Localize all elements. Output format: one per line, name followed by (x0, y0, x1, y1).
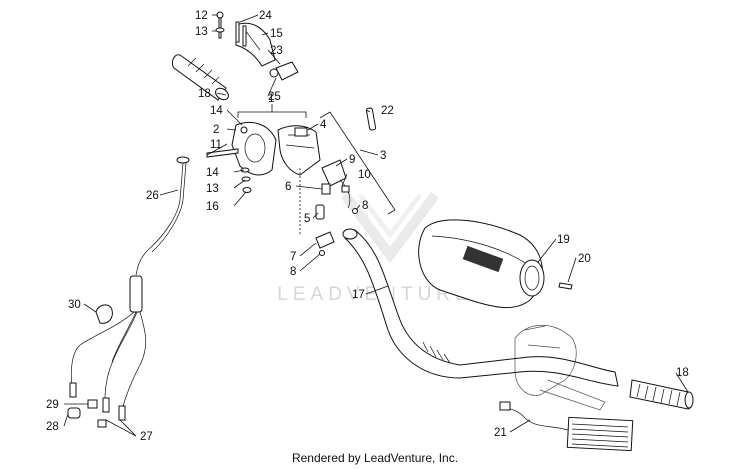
callout-17: 17 (352, 289, 365, 301)
callout-9: 9 (349, 154, 355, 166)
callout-4: 4 (320, 119, 327, 131)
washer-13 (215, 27, 225, 33)
callout-14-upper: 14 (210, 105, 223, 117)
screw-11 (206, 148, 239, 158)
handlebar (342, 228, 619, 387)
housing-screw-12 (216, 11, 224, 39)
bracket-7 (315, 231, 335, 249)
callout-20: 20 (578, 253, 591, 265)
callout-13-lower: 13 (206, 183, 219, 195)
brake-lever-assembly (514, 324, 606, 411)
callout-25: 25 (268, 91, 281, 103)
callout-22: 22 (381, 105, 394, 117)
wire-10 (339, 179, 351, 209)
cable-tie-30 (95, 304, 113, 324)
nut-25 (269, 68, 279, 78)
callout-7: 7 (290, 251, 296, 263)
throttle-lever-23 (275, 61, 299, 81)
spring-5 (315, 204, 325, 220)
callout-23: 23 (270, 45, 283, 57)
callout-labels: 12 13 24 15 23 25 18 1 14 2 11 22 4 3 9 … (46, 10, 689, 443)
connector-cap-29 (87, 399, 98, 409)
callout-6: 6 (285, 181, 291, 193)
footer-credit: Rendered by LeadVenture, Inc. (292, 451, 458, 465)
callout-29: 29 (46, 399, 59, 411)
callout-12: 12 (195, 10, 208, 22)
wiring-harness (69, 156, 190, 421)
callout-24: 24 (259, 10, 272, 22)
callout-2: 2 (213, 124, 219, 136)
callout-11: 11 (210, 139, 222, 151)
callout-18-right: 18 (676, 367, 689, 379)
handlebar-pad (418, 219, 545, 309)
terminal-28 (67, 407, 107, 428)
callout-13: 13 (195, 26, 208, 38)
pad-screw (558, 282, 573, 290)
grip-heater-element (499, 401, 634, 452)
right-grip (629, 379, 694, 410)
callout-8-upper: 8 (362, 200, 368, 212)
callout-19: 19 (557, 234, 570, 246)
callout-5: 5 (304, 213, 310, 225)
plug-6 (321, 183, 331, 195)
callout-21: 21 (494, 427, 507, 439)
callout-8-lower: 8 (290, 266, 296, 278)
callout-1: 1 (268, 93, 274, 105)
callout-26: 26 (146, 190, 159, 202)
switch-housing-left-2 (231, 121, 277, 176)
callout-28: 28 (46, 421, 59, 433)
watermark-logo (341, 192, 439, 264)
callout-18-left: 18 (198, 88, 211, 100)
callout-10: 10 (358, 169, 371, 181)
callout-30: 30 (68, 299, 81, 311)
callout-14-lower: 14 (206, 167, 219, 179)
watermark-text: LEADVENTURE (277, 284, 472, 305)
callout-16: 16 (206, 201, 219, 213)
switch-9 (321, 159, 347, 187)
leader-lines (63, 14, 689, 437)
washer-stack (240, 167, 252, 193)
cap-22 (365, 107, 377, 131)
callout-15: 15 (270, 28, 283, 40)
switch-housing-right-4 (277, 125, 321, 176)
callout-27: 27 (140, 431, 153, 443)
pin-24 (235, 21, 247, 47)
callout-3: 3 (380, 150, 386, 162)
